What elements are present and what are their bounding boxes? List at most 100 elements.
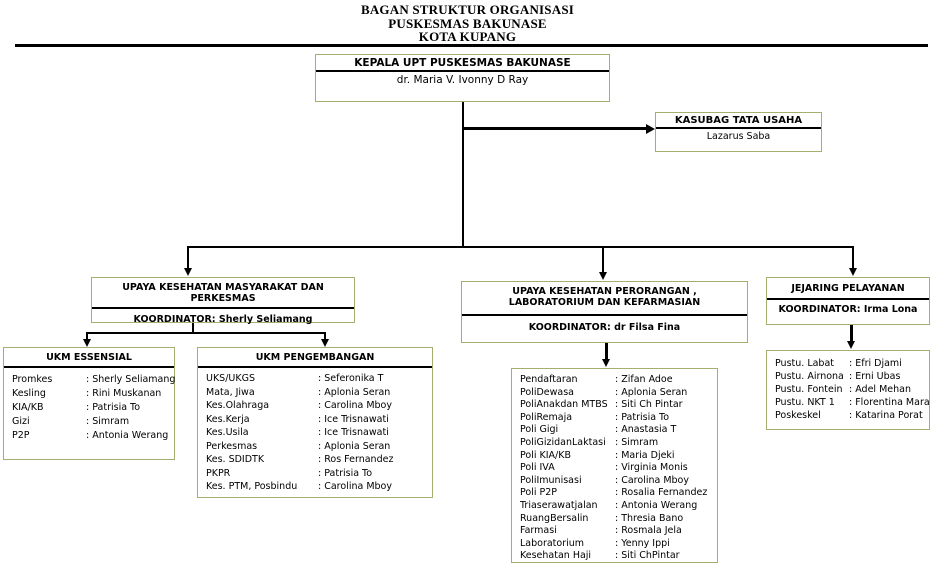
box-upaya-kesehatan-masyarakat: UPAYA KESEHATAN MASYARAKAT DAN PERKESMAS… bbox=[91, 277, 355, 325]
staff-role: PKPR bbox=[206, 467, 231, 479]
box-ukm-pengembangan: UKM PENGEMBANGAN UKS/UKGS : Seferonika T M… bbox=[197, 347, 433, 498]
staff-role: Kes. SDIDTK bbox=[206, 454, 265, 465]
staff-row: Pustu. Labat : Efri Djami bbox=[775, 357, 927, 370]
arrowhead-ukp-icon bbox=[598, 272, 607, 280]
connector-jejaring-list-drop bbox=[850, 325, 853, 342]
staff-role: RuangBersalin bbox=[520, 512, 589, 524]
staff-row: PoliGizidanLaktasi: Simram bbox=[520, 437, 715, 450]
staff-role: Kes. PTM, Posbindu bbox=[206, 481, 298, 492]
staff-name: : Anastasia T bbox=[615, 424, 677, 436]
staff-role: UKS/UKGS bbox=[206, 373, 255, 384]
staff-name: : Carolina Mboy bbox=[318, 400, 392, 411]
staff-name: : Efri Djami bbox=[849, 358, 902, 369]
staff-name: : Rini Muskanan bbox=[86, 388, 162, 399]
staff-row: UKS/UKGS : Seferonika T bbox=[206, 372, 430, 386]
box-upaya-kesehatan-perorangan: UPAYA KESEHATAN PERORANGAN , LABORATORIU… bbox=[461, 281, 748, 343]
chart-title: BAGAN STRUKTUR ORGANISASI PUSKESMAS BAKU… bbox=[0, 3, 935, 44]
staff-name: : Maria Djeki bbox=[615, 449, 675, 461]
ukm-essensial-title: UKM ESSENSIAL bbox=[4, 348, 174, 368]
ukm-pengembangan-staff-list: UKS/UKGS : Seferonika T Mata, Jiwa : Aploni… bbox=[198, 368, 432, 494]
connector-ukm-drop bbox=[187, 246, 189, 269]
staff-row: Kes.Usila: Ice Trisnawati bbox=[206, 426, 430, 440]
staff-role: PoliDewasa bbox=[520, 386, 575, 398]
staff-row: Pustu. NKT 1: Florentina Mara bbox=[775, 396, 930, 409]
staff-row: PoliImunisasi: Carolina Mboy bbox=[520, 475, 715, 488]
staff-role: Pustu. Fontein bbox=[775, 384, 843, 395]
staff-role: Mata, Jiwa bbox=[206, 386, 255, 398]
connector-ukp-drop bbox=[602, 246, 604, 273]
staff-role: P2P bbox=[12, 430, 30, 441]
staff-role: Poli KIA/KB bbox=[520, 449, 571, 461]
staff-name: : Siti ChPintar bbox=[615, 550, 680, 562]
staff-name: : Aplonia Seran bbox=[615, 386, 688, 398]
connector-kasubag-horizontal bbox=[463, 127, 647, 130]
staff-row: Poli KIA/KB : Maria Djeki bbox=[520, 450, 715, 463]
staff-role: Kes.Olahraga bbox=[206, 400, 270, 411]
box-kasubag-tata-usaha: KASUBAG TATA USAHA Lazarus Saba bbox=[655, 112, 822, 152]
connector-essensial-drop bbox=[86, 332, 88, 340]
staff-name: : Carolina Mboy bbox=[615, 474, 689, 486]
staff-role: Poskeskel bbox=[775, 410, 821, 421]
staff-name: : Patrisia To bbox=[318, 467, 373, 479]
arrowhead-ukp-list-icon bbox=[602, 359, 610, 367]
kepala-title: KEPALA UPT PUSKESMAS BAKUNASE bbox=[316, 55, 609, 72]
staff-name: : Patrisia To bbox=[615, 411, 670, 423]
arrowhead-jejaring-list-icon bbox=[847, 341, 855, 349]
staff-row: Poli P2P : Rosalia Fernandez bbox=[520, 487, 715, 500]
staff-row: Kesehatan Haji: Siti ChPintar bbox=[520, 550, 715, 563]
jejaring-branch-koordinator: KOORDINATOR: Irma Lona bbox=[778, 304, 918, 315]
ukm-branch-koordinator: KOORDINATOR: Sherly Seliamang bbox=[133, 314, 313, 325]
kasubag-title: KASUBAG TATA USAHA bbox=[656, 113, 821, 129]
staff-name: : Virginia Monis bbox=[615, 462, 688, 474]
staff-row: KIA/KB: Patrisia To bbox=[12, 401, 172, 415]
staff-role: Farmasi bbox=[520, 525, 557, 537]
staff-row: Kes.Olahraga : Carolina Mboy bbox=[206, 399, 430, 413]
staff-row: Kes.Kerja: Ice Trisnawati bbox=[206, 413, 430, 427]
staff-name: : Simram bbox=[86, 416, 130, 427]
staff-row: Poli Gigi: Anastasia T bbox=[520, 424, 715, 437]
staff-role: Poli IVA bbox=[520, 462, 555, 474]
connector-ukm-sub-horizontal bbox=[87, 332, 326, 334]
staff-row: PKPR : Patrisia To bbox=[206, 467, 430, 481]
staff-name: : Thresia Bano bbox=[615, 512, 684, 524]
staff-row: Pendaftaran: Zifan Adoe bbox=[520, 374, 715, 387]
title-divider bbox=[15, 44, 928, 47]
staff-name: : Aplonia Seran bbox=[318, 440, 391, 452]
staff-row: Farmasi : Rosmala Jela bbox=[520, 525, 715, 538]
title-line-3: KOTA KUPANG bbox=[418, 29, 517, 44]
staff-row: Gizi: Simram bbox=[12, 415, 172, 429]
staff-name: : Antonia Werang bbox=[615, 499, 698, 511]
staff-name: : Patrisia To bbox=[86, 402, 141, 413]
box-jejaring-pelayanan: JEJARING PELAYANAN KOORDINATOR: Irma Lon… bbox=[766, 277, 930, 325]
staff-row: PoliRemaja : Patrisia To bbox=[520, 412, 715, 425]
staff-name: : Ice Trisnawati bbox=[318, 413, 389, 425]
staff-role: Poli P2P bbox=[520, 487, 558, 499]
staff-role: Laboratorium bbox=[520, 537, 585, 549]
ukm-pengembangan-title: UKM PENGEMBANGAN bbox=[198, 348, 432, 368]
title-line-2: PUSKESMAS BAKUNASE bbox=[388, 15, 547, 31]
jejaring-branch-title: JEJARING PELAYANAN bbox=[767, 278, 929, 300]
staff-role: Triaserawatjalan bbox=[520, 499, 598, 511]
staff-row: PoliDewasa : Aplonia Seran bbox=[520, 387, 715, 400]
staff-role: PoliRemaja bbox=[520, 411, 573, 423]
staff-role: Kesling bbox=[12, 388, 46, 399]
connector-jejaring-drop bbox=[852, 246, 854, 269]
staff-role: Pustu. Airnona bbox=[775, 371, 844, 382]
connector-ukm-sub-stub bbox=[192, 323, 194, 333]
staff-row: Poskeskel: Katarina Porat bbox=[775, 409, 927, 422]
ukp-branch-koordinator: KOORDINATOR: dr Filsa Fina bbox=[528, 322, 681, 333]
staff-name: : Rosmala Jela bbox=[615, 525, 682, 537]
staff-role: Promkes bbox=[12, 374, 53, 385]
staff-name: : Aplonia Seran bbox=[318, 386, 391, 398]
title-line-1: BAGAN STRUKTUR ORGANISASI bbox=[360, 2, 575, 17]
staff-name: : Rosalia Fernandez bbox=[615, 487, 708, 499]
staff-row: PoliAnakdan MTBS: Siti Ch Pintar bbox=[520, 399, 715, 412]
staff-name: : Antonia Werang bbox=[86, 430, 169, 441]
staff-name: : Seferonika T bbox=[318, 373, 384, 384]
staff-role: Pustu. Labat bbox=[775, 358, 835, 369]
